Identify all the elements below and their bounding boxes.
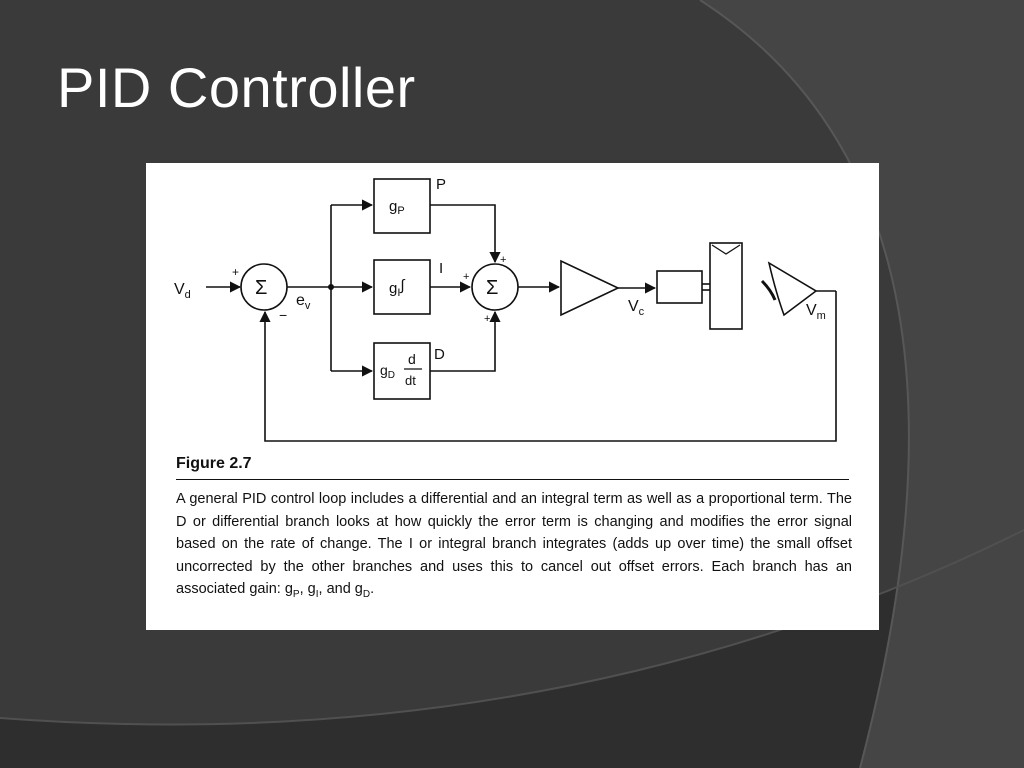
input-label: Vd — [174, 281, 191, 301]
slide-title: PID Controller — [57, 56, 416, 119]
p-output-line — [430, 204, 501, 264]
p-gain-block — [373, 178, 431, 234]
measured-label: Vm — [806, 302, 826, 322]
d-denominator: dt — [405, 373, 416, 388]
output-label: Vc — [628, 298, 645, 318]
d-output-line — [430, 310, 501, 372]
gain-p: gP — [284, 581, 300, 600]
summer-symbol-2: Σ — [486, 277, 498, 299]
figure-heading: Figure 2.7 — [176, 455, 252, 472]
summer-plus-bottom: + — [484, 313, 490, 325]
summer-plus-top: + — [500, 254, 506, 266]
d-gain-text: gD — [380, 362, 395, 381]
p-gain-text: gP — [389, 198, 405, 217]
gain-i: gI — [307, 581, 319, 600]
actuator-block — [656, 270, 703, 304]
pid-figure: Vd + Σ − ev gP P gI∫ I gD d dt D + + + Σ… — [146, 163, 879, 630]
i-branch-label: I — [439, 260, 443, 277]
branch-node — [328, 284, 334, 290]
d-numerator: d — [408, 351, 416, 367]
sensor-lens — [760, 279, 777, 301]
pid-block-diagram: Vd + Σ − ev gP P gI∫ I gD d dt D + + + Σ… — [174, 176, 837, 442]
i-gain-text: gI∫ — [389, 277, 406, 299]
input-plus-sign: + — [232, 265, 239, 279]
feedback-line — [259, 291, 837, 442]
summer-symbol-1: Σ — [255, 277, 267, 299]
amplifier-triangle — [560, 259, 620, 317]
p-branch-label: P — [436, 176, 446, 193]
sensor-shape — [767, 261, 818, 317]
caption-divider — [176, 479, 849, 480]
caption-text: A general PID control loop includes a di… — [176, 491, 852, 597]
feedback-minus-sign: − — [279, 307, 287, 323]
plant-block — [709, 242, 743, 330]
gain-d: gD — [354, 581, 371, 600]
error-label: ev — [296, 292, 311, 312]
figure-caption: A general PID control loop includes a di… — [176, 491, 852, 600]
summer-plus-left: + — [463, 271, 469, 283]
d-branch-label: D — [434, 346, 445, 363]
plant-hatch — [711, 244, 741, 255]
